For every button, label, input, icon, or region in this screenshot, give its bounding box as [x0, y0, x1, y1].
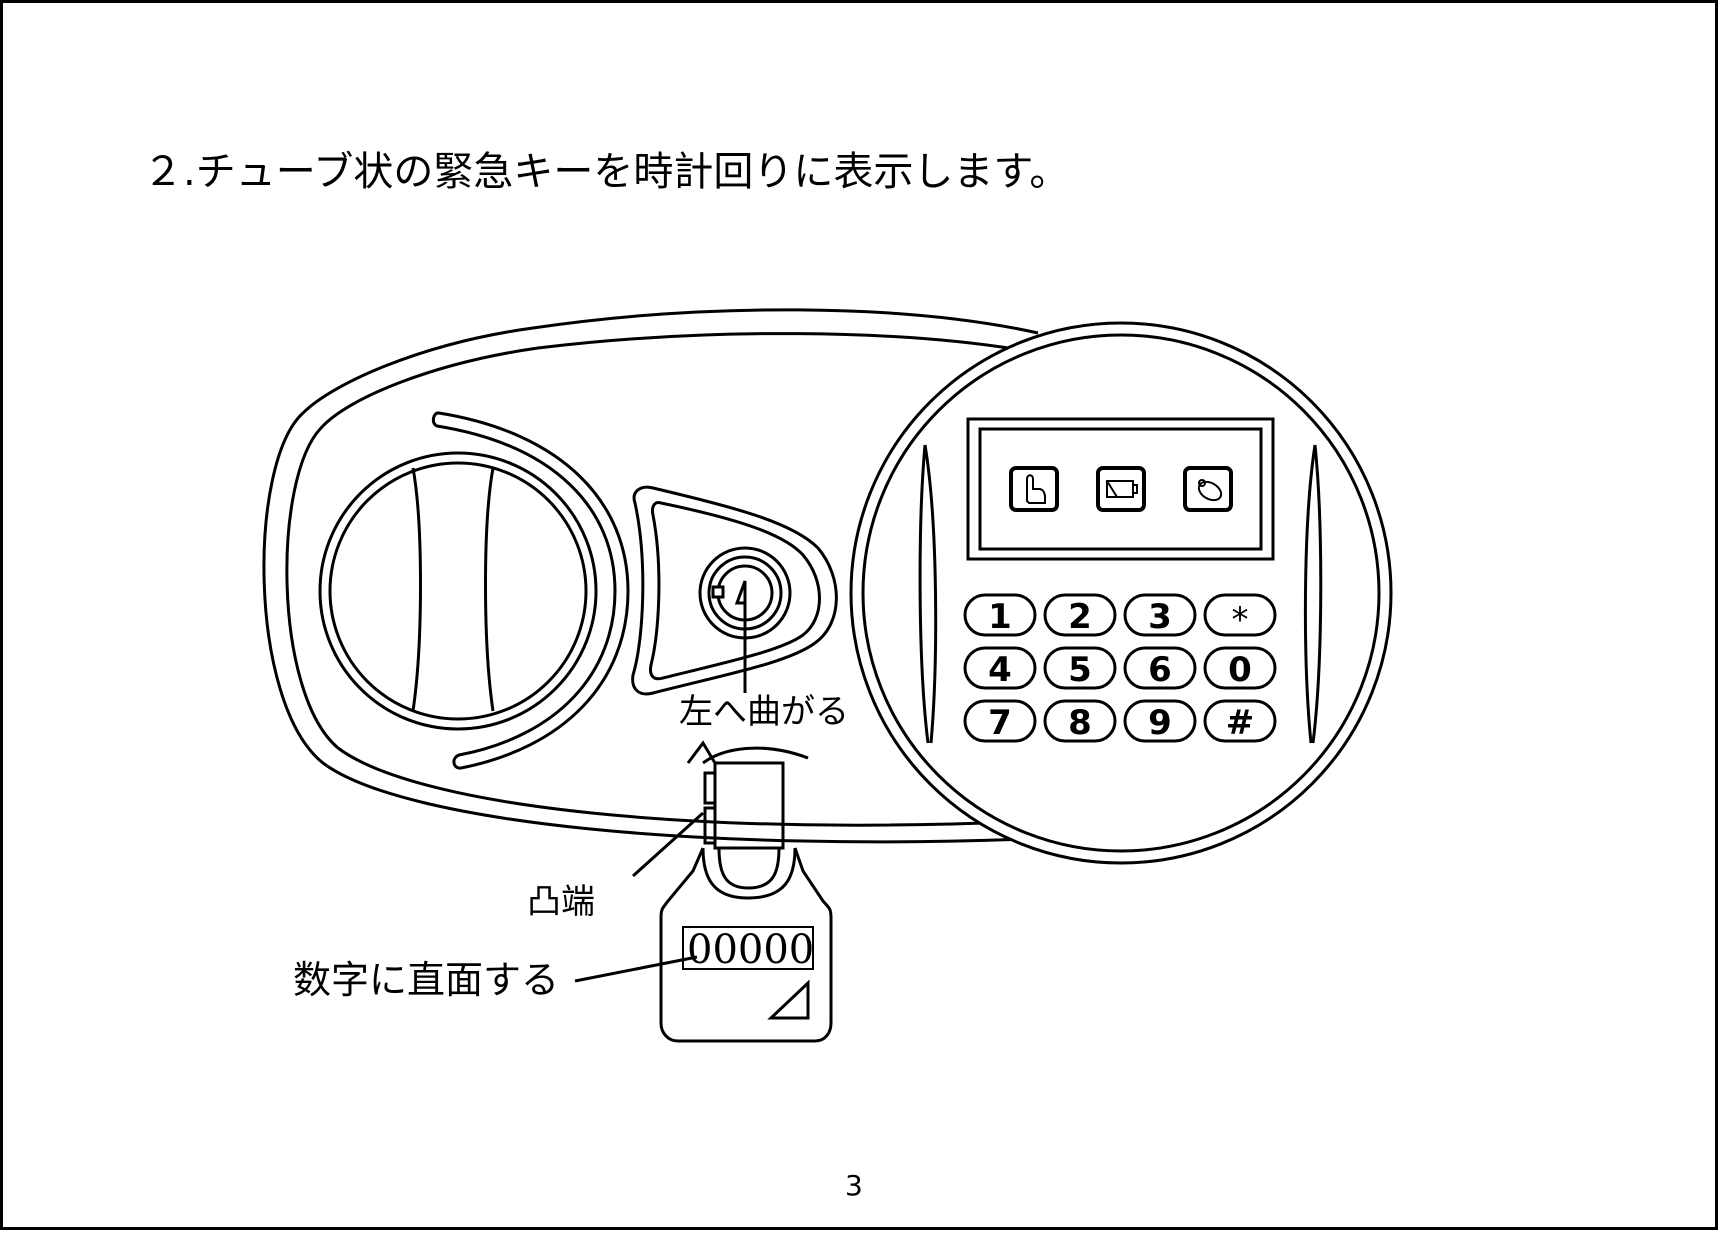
lock-panel-outline: [262, 308, 1054, 844]
handle-dial[interactable]: [318, 411, 630, 770]
turn-left-label: 左へ曲がる: [679, 692, 849, 732]
key-6-button[interactable]: 6: [1123, 646, 1197, 690]
svg-text:0: 0: [1228, 650, 1252, 690]
svg-text:*: *: [1232, 600, 1249, 640]
lcd-display: [966, 417, 1275, 561]
key-7-button[interactable]: 7: [963, 699, 1037, 743]
key-5-button[interactable]: 5: [1043, 646, 1117, 690]
key-star-button[interactable]: *: [1203, 593, 1277, 640]
svg-text:5: 5: [1068, 650, 1092, 690]
safe-lock-illustration: 1 2 3 * 4 5 6 0: [262, 308, 1393, 1043]
rotate-left-arrow-icon: [686, 740, 809, 765]
svg-text:7: 7: [988, 703, 1012, 743]
key-2-button[interactable]: 2: [1043, 593, 1117, 637]
face-number-leader: [574, 955, 698, 983]
key-hash-button[interactable]: #: [1203, 699, 1277, 743]
step-heading: ２.チューブ状の緊急キーを時計回りに表示します。: [143, 149, 1070, 195]
svg-text:8: 8: [1068, 703, 1092, 743]
finger-touch-icon: [1009, 466, 1059, 512]
face-number-label: 数字に直面する: [293, 958, 559, 1002]
svg-text:1: 1: [988, 597, 1012, 637]
page-number: 3: [845, 1169, 863, 1202]
battery-icon: [1096, 466, 1146, 512]
convex-end-label: 凸端: [527, 882, 595, 922]
key-0-button[interactable]: 0: [1203, 646, 1277, 690]
svg-text:4: 4: [988, 650, 1012, 690]
key-cylinder[interactable]: [698, 546, 792, 693]
key-1-button[interactable]: 1: [963, 593, 1037, 637]
key-3-button[interactable]: 3: [1123, 593, 1197, 637]
key-fob-icon: [1183, 466, 1233, 512]
key-number-text: 00000: [687, 927, 814, 973]
convex-end-leader: [631, 811, 705, 878]
keyhole-plate: [631, 485, 838, 696]
key-9-button[interactable]: 9: [1123, 699, 1197, 743]
svg-text:3: 3: [1148, 597, 1172, 637]
keypad-magnifier: [849, 321, 1393, 865]
svg-text:#: #: [1226, 703, 1255, 743]
key-4-button[interactable]: 4: [963, 646, 1037, 690]
svg-text:9: 9: [1148, 703, 1172, 743]
svg-text:2: 2: [1068, 597, 1092, 637]
key-8-button[interactable]: 8: [1043, 699, 1117, 743]
svg-text:6: 6: [1148, 650, 1172, 690]
emergency-key: [659, 761, 833, 1043]
